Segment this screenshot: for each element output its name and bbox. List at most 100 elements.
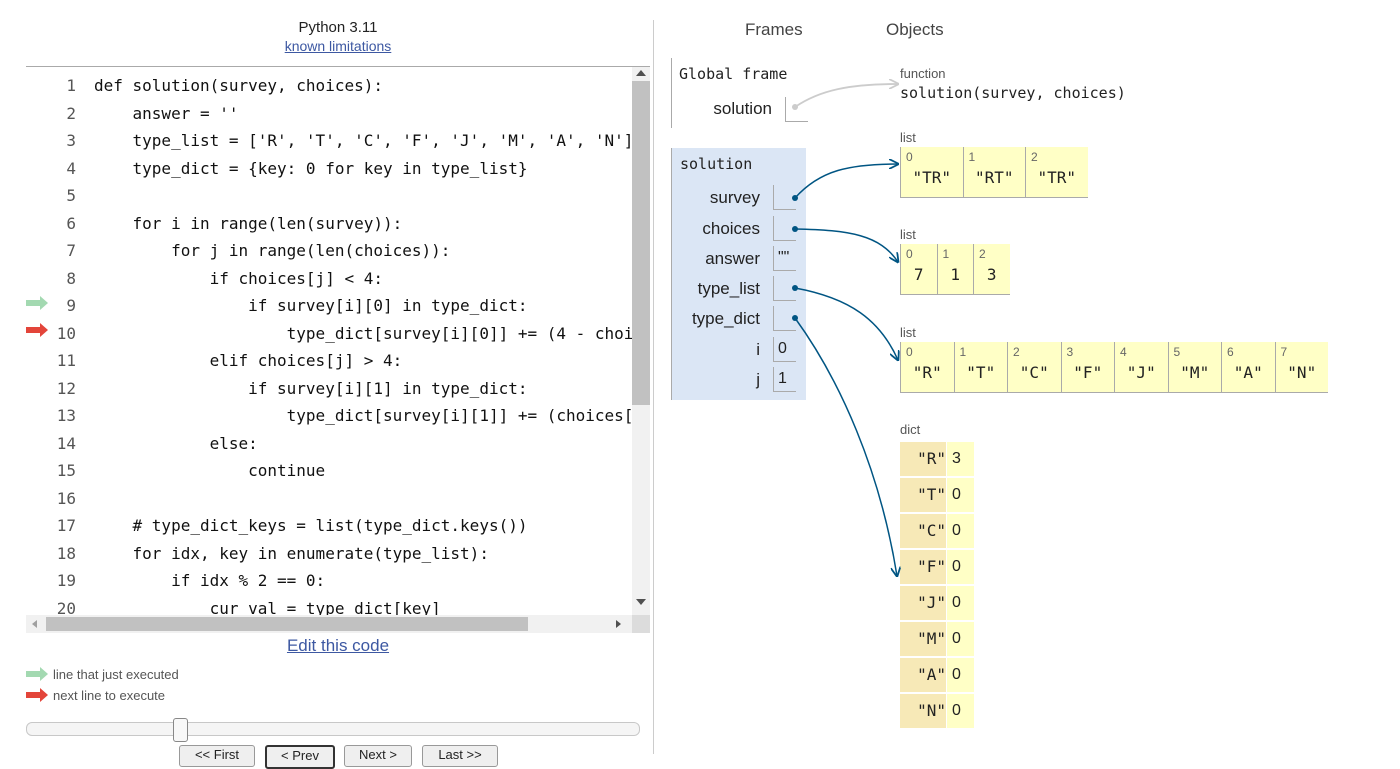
pointer-survey <box>792 164 898 201</box>
dict-entry: "J"0 <box>900 585 975 621</box>
code-line-14: 14 else: <box>26 430 632 458</box>
frames-heading: Frames <box>745 20 803 39</box>
dict-value: 0 <box>947 478 974 512</box>
line-number: 2 <box>66 103 76 123</box>
code-text: if choices[j] < 4: <box>94 268 383 288</box>
scroll-left-icon[interactable] <box>32 620 37 628</box>
list-index: 0 <box>906 150 913 164</box>
edit-code-link[interactable]: Edit this code <box>286 636 390 655</box>
list-index: 1 <box>942 247 950 261</box>
pointer-solution-function <box>792 84 898 110</box>
line-number: 17 <box>56 516 76 535</box>
list-cell: 1"T" <box>953 342 1007 393</box>
function-signature: solution(survey, choices) <box>900 84 1126 102</box>
code-line-19: 19 if idx % 2 == 0: <box>26 567 632 595</box>
dict-key: "R" <box>900 442 946 476</box>
code-line-13: 13 type_dict[survey[i][1]] += (choices[j… <box>26 402 632 430</box>
legend-just-executed: line that just executed <box>53 667 179 682</box>
frame-var-answer: answer <box>705 249 760 268</box>
dict-value: 0 <box>947 658 974 692</box>
solution-frame <box>671 148 806 400</box>
scroll-up-icon[interactable] <box>636 70 646 76</box>
list-value: "TR" <box>1037 168 1077 187</box>
list-cell: 4"J" <box>1114 342 1168 393</box>
list-cell: 3 "F" <box>1060 342 1114 393</box>
code-text: type_dict[survey[i][1]] += (choices[j] -… <box>286 406 632 425</box>
list-index: 2 <box>1031 150 1038 164</box>
function-type-label: function <box>900 66 946 81</box>
global-frame <box>671 58 802 128</box>
list-index: 3 <box>1066 345 1074 359</box>
code-text: else: <box>94 433 258 453</box>
frame-var-value: 0 <box>773 337 796 362</box>
dict-entry: "C"0 <box>900 513 975 549</box>
line-number: 9 <box>66 296 76 315</box>
code-line-6: 6 for i in range(len(survey)): <box>26 210 632 238</box>
dict-entry: "R"3 <box>900 441 975 477</box>
type-list-object: 0"R"1"T"2"C"3"F"4"J"5"M"6"A"7"N" <box>900 342 1330 394</box>
line-number: 14 <box>56 433 76 453</box>
code-text: elif choices[j] > 4: <box>94 351 403 370</box>
line-number: 16 <box>56 488 76 508</box>
list-value: "J" <box>1126 363 1156 382</box>
line-number: 12 <box>56 378 76 398</box>
pointer-choices <box>792 226 898 262</box>
list-cell: 1"RT" <box>962 147 1025 198</box>
frame-var-survey: survey <box>709 188 760 207</box>
list-index: 1 <box>959 345 967 359</box>
list-value: 3 <box>986 265 997 284</box>
line-number: 5 <box>66 186 76 205</box>
list-index: 2 <box>1013 345 1020 359</box>
just-executed-arrow-icon <box>26 296 48 310</box>
code-line-17: 17 # type_dict_keys = list(type_dict.key… <box>26 512 632 540</box>
list-index: 1 <box>968 150 976 164</box>
code-text: if survey[i][0] in type_dict: <box>94 296 528 315</box>
code-line-15: 15 continue <box>26 457 632 485</box>
list-value: "N" <box>1287 363 1317 382</box>
code-text: continue <box>94 461 326 480</box>
list-value: "M" <box>1180 363 1210 382</box>
code-text: for j in range(len(choices)): <box>94 241 451 260</box>
code-text: if survey[i][1] in type_dict: <box>94 378 528 398</box>
code-line-11: 11 elif choices[j] > 4: <box>26 347 632 375</box>
line-number: 19 <box>56 571 76 590</box>
dict-key: "C" <box>900 514 946 548</box>
step-slider-handle[interactable] <box>173 718 188 742</box>
scroll-right-icon[interactable] <box>616 620 621 628</box>
code-line-7: 7 for j in range(len(choices)): <box>26 237 632 265</box>
vertical-scroll-thumb[interactable] <box>632 81 650 405</box>
frame-var-value: "" <box>773 246 796 271</box>
scroll-down-icon[interactable] <box>636 599 646 605</box>
list-cell: 2 "TR" <box>1025 147 1088 198</box>
frame-var-type-list: type_list <box>697 279 760 298</box>
horizontal-scroll-thumb[interactable] <box>46 617 528 631</box>
pointer-type-list <box>792 285 898 360</box>
legend-just-executed-icon <box>26 667 48 681</box>
frame-var-type-dict: type_dict <box>691 309 760 328</box>
code-text: # type_dict_keys = list(type_dict.keys()… <box>94 516 528 535</box>
dict-value: 0 <box>947 514 974 548</box>
code-line-10: 10 type_dict[survey[i][0]] += (4 - choic… <box>26 320 632 348</box>
dict-entry: "T"0 <box>900 477 975 513</box>
line-number: 18 <box>56 543 76 563</box>
frame-var-value <box>773 306 796 331</box>
code-line-20: 20 cur_val = type_dict[key] <box>26 595 632 616</box>
scrollbar-corner <box>632 615 650 633</box>
type-dict-object: "R"3"T"0"C"0"F"0"J"0"M"0"A"0"N"0 <box>900 441 975 729</box>
list-value: "C" <box>1019 363 1049 382</box>
list-index: 7 <box>1280 345 1288 359</box>
code-text: cur_val = type_dict[key] <box>94 598 441 616</box>
list-value: "TR" <box>912 168 952 187</box>
list-index: 0 <box>906 247 913 261</box>
dict-entry: "N"0 <box>900 693 975 729</box>
known-limitations-link[interactable]: known limitations <box>284 38 392 54</box>
code-text: type_list = ['R', 'T', 'C', 'F', 'J', 'M… <box>94 131 632 150</box>
list-value: "F" <box>1073 363 1103 382</box>
code-text: type_dict = {key: 0 for key in type_list… <box>94 158 528 178</box>
global-frame-title: Global frame <box>679 65 788 83</box>
code-line-12: 12 if survey[i][1] in type_dict: <box>26 375 632 403</box>
code-line-4: 4 type_dict = {key: 0 for key in type_li… <box>26 155 632 183</box>
